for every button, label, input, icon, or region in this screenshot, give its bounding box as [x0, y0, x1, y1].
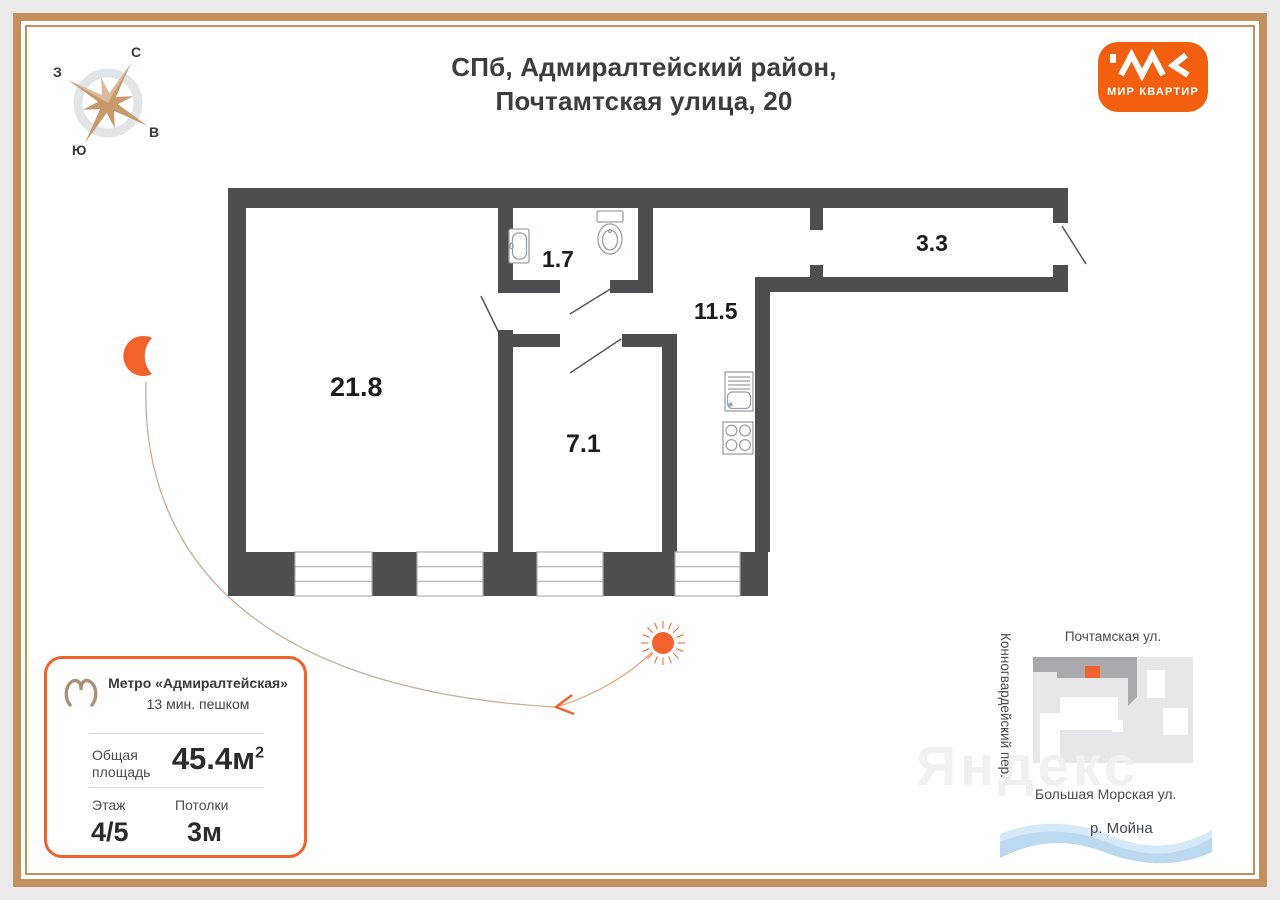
river-wave-main	[1000, 831, 1212, 864]
floor-value: 4/5	[91, 817, 129, 847]
room-label-hallway: 11.5	[694, 298, 738, 324]
floor-label: Этаж	[92, 797, 126, 813]
room-label-bedroom: 7.1	[566, 430, 601, 458]
brand-name: МИР КВАРТИР	[1107, 86, 1199, 98]
sun-path	[123, 336, 685, 716]
stove-icon	[722, 421, 754, 455]
ceiling-value: 3м	[187, 817, 222, 847]
metro-walk-time: 13 мин. пешком	[146, 696, 250, 712]
compass-south-label: Ю	[72, 142, 87, 158]
room-label-bathroom: 1.7	[542, 246, 574, 272]
brand-mark-icon	[1110, 48, 1190, 82]
info-card: Метро «Адмиралтейская» 13 мин. пешком Об…	[44, 656, 307, 858]
map-watermark: Яндекс	[916, 734, 1140, 797]
ceiling-label: Потолки	[175, 797, 229, 813]
compass-north-label: С	[131, 44, 142, 60]
fixtures	[508, 210, 754, 455]
entrance-door-swing	[1061, 225, 1087, 265]
compass-rose-icon	[68, 63, 148, 143]
page-title: СПб, Адмиралтейский район, Почтамтская у…	[340, 50, 948, 118]
card-divider	[89, 733, 264, 734]
toilet-icon	[596, 210, 624, 255]
total-area-label: Общая площадь	[92, 747, 151, 780]
windows	[294, 551, 741, 597]
sun-icon	[641, 621, 685, 665]
moon-icon	[123, 336, 152, 377]
room-label-corridor: 3.3	[916, 230, 948, 256]
minimap	[1000, 657, 1212, 864]
title-line2: Почтамтская улица, 20	[495, 86, 793, 116]
bathroom-door-swing	[569, 287, 613, 315]
brand-logo: МИР КВАРТИР	[1098, 42, 1208, 112]
living-door-swing	[480, 295, 500, 334]
door-swings	[480, 225, 1087, 374]
card-divider-2	[89, 787, 264, 788]
metro-station: Метро «Адмиралтейская»	[108, 675, 288, 691]
map-street-left: Конногвардейский пер.	[998, 633, 1013, 778]
total-area-value: 45.4м2	[171, 741, 264, 776]
compass-east-label: В	[149, 124, 160, 140]
bathroom-sink-icon	[508, 228, 530, 264]
compass-west-label: З	[53, 64, 62, 80]
map-street-bottom: Большая Морская ул.	[1035, 786, 1177, 802]
map-building-subject	[1033, 657, 1137, 706]
map-river-label: р. Мойна	[1090, 820, 1153, 837]
bedroom-door-swing	[569, 338, 622, 374]
decorative-frame-inner	[25, 25, 1255, 875]
map-apartment-marker	[1085, 666, 1100, 678]
room-label-living: 21.8	[330, 372, 383, 402]
metro-logo-icon	[64, 678, 98, 707]
title-line1: СПб, Адмиралтейский район,	[451, 52, 837, 82]
arrow-icon	[553, 694, 575, 716]
sun-path-arc	[145, 381, 555, 708]
kitchen-sink-icon	[724, 371, 754, 412]
walls	[228, 188, 1068, 596]
map-street-top: Почтамская ул.	[1064, 629, 1162, 644]
